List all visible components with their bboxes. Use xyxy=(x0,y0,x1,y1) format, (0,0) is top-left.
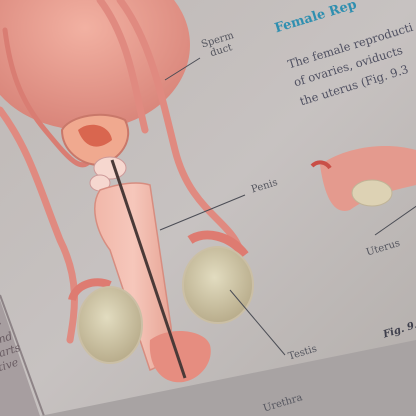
left-page-line: ctive xyxy=(0,355,20,376)
label-leader-lines xyxy=(159,57,416,356)
testis-left xyxy=(68,278,143,364)
page-bottom-edge xyxy=(40,340,416,416)
sperm-duct-lines xyxy=(0,0,244,344)
left-page-edge xyxy=(0,300,40,416)
uterus-fragment xyxy=(310,145,416,211)
left-page-text: ir and parts ctive xyxy=(0,318,22,376)
testis-right xyxy=(182,230,254,324)
penis-shape xyxy=(94,159,211,383)
